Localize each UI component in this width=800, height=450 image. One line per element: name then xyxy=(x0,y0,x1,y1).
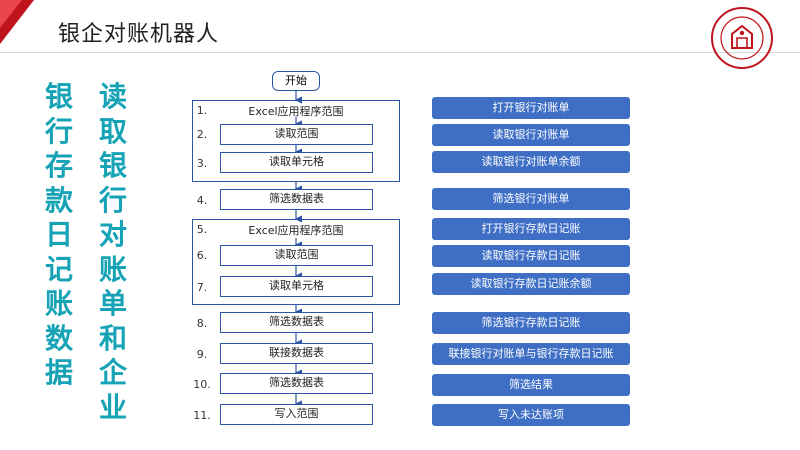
slide-title: 银企对账机器人 xyxy=(58,22,220,47)
desc-filter-result: 筛选结果 xyxy=(432,374,630,396)
vertical-label-1: 银行存款日记账数据 xyxy=(44,80,73,389)
group-label: Excel应用程序范围 xyxy=(248,224,344,237)
flow-group-excel-scope-1 xyxy=(192,100,400,182)
desc-join-tables: 联接银行对账单与银行存款日记账 xyxy=(432,343,630,365)
flow-step-write-range: 写入范围 xyxy=(220,404,373,425)
desc-filter-bank-statement: 筛选银行对账单 xyxy=(432,188,630,210)
step-number: 7. xyxy=(196,281,208,294)
flow-step-filter-table: 筛选数据表 xyxy=(220,373,373,394)
flow-step-filter-table: 筛选数据表 xyxy=(220,312,373,333)
step-number: 5. xyxy=(196,223,208,236)
step-number: 6. xyxy=(196,249,208,262)
step-number: 4. xyxy=(196,194,208,207)
desc-write-outstanding-items: 写入未达账项 xyxy=(432,404,630,426)
desc-read-bank-statement-balance: 读取银行对账单余额 xyxy=(432,151,630,173)
header-accent-light xyxy=(0,0,22,28)
desc-read-deposit-journal-balance: 读取银行存款日记账余额 xyxy=(432,273,630,295)
desc-read-bank-statement: 读取银行对账单 xyxy=(432,124,630,146)
group-label: Excel应用程序范围 xyxy=(248,105,344,118)
flow-step-join-table: 联接数据表 xyxy=(220,343,373,364)
desc-read-deposit-journal: 读取银行存款日记账 xyxy=(432,245,630,267)
flow-step-read-cell: 读取单元格 xyxy=(220,152,373,173)
vertical-label-2: 读取银行对账单和企业 xyxy=(98,80,127,424)
flow-start: 开始 xyxy=(272,71,320,91)
desc-filter-deposit-journal: 筛选银行存款日记账 xyxy=(432,312,630,334)
step-number: 11. xyxy=(193,409,211,422)
flow-group-excel-scope-2 xyxy=(192,219,400,305)
step-number: 1. xyxy=(196,104,208,117)
step-number: 2. xyxy=(196,128,208,141)
header-divider xyxy=(0,52,800,53)
flow-step-read-cell: 读取单元格 xyxy=(220,276,373,297)
flow-step-filter-table: 筛选数据表 xyxy=(220,189,373,210)
flow-step-read-range: 读取范围 xyxy=(220,245,373,266)
step-number: 10. xyxy=(193,378,211,391)
desc-open-bank-statement: 打开银行对账单 xyxy=(432,97,630,119)
desc-open-deposit-journal: 打开银行存款日记账 xyxy=(432,218,630,240)
step-number: 3. xyxy=(196,157,208,170)
flow-step-read-range: 读取范围 xyxy=(220,124,373,145)
step-number: 8. xyxy=(196,317,208,330)
university-seal-icon xyxy=(711,7,773,69)
step-number: 9. xyxy=(196,348,208,361)
